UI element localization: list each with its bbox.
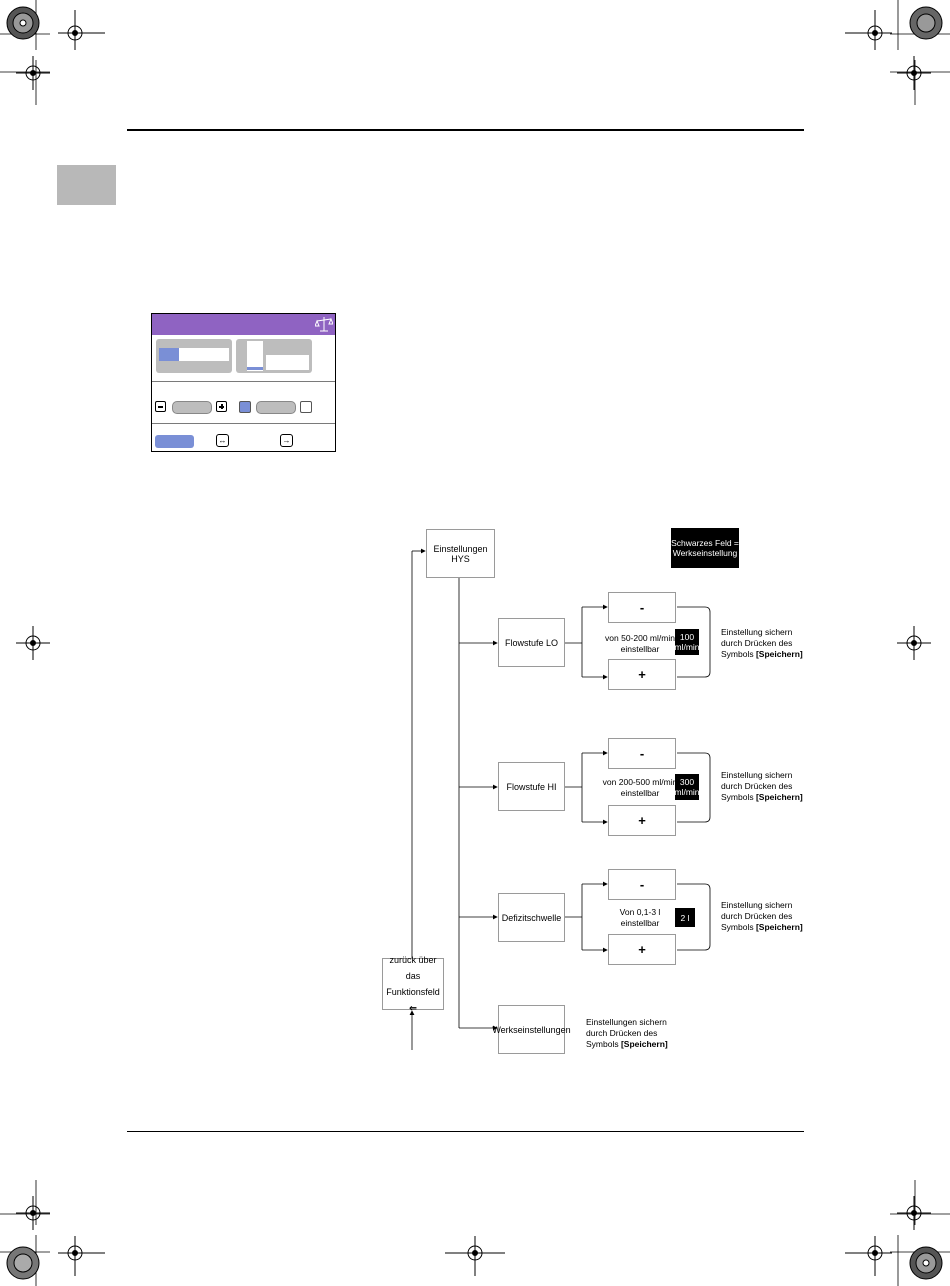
plus-node-3[interactable]: + [608,934,676,965]
screen-divider-1 [152,381,335,382]
minus-node-3[interactable]: - [608,869,676,900]
save-note-2-bold: [Speichern] [755,792,803,802]
save-note-3-bold: [Speichern] [755,922,803,932]
save-note-2: Einstellung sichern durch Drücken des Sy… [721,770,821,803]
save-note-3-prefix: Symbols [721,922,754,932]
chapter-tab [57,165,116,205]
plus-label-2: + [638,813,646,828]
back-line1: zurück über das [389,955,437,981]
arrow-left-icon: ⇐ [409,1003,417,1013]
legend-black-field: Schwarzes Feld =Werkseinstellung [671,528,739,568]
range-1: von 50-200 ml/min einstellbar [596,633,684,655]
plus-label-3: + [638,942,646,957]
screen-header-bar [152,314,335,335]
swap-icon[interactable]: ↔ [216,434,229,447]
gauge-panel-left [156,339,232,373]
gauge-column-fill [247,367,263,370]
default-1-line2: ml/min [674,642,700,652]
value-field-2 [256,401,296,414]
factory-save-note: Einstellungen sichern durch Drücken des … [586,1017,686,1050]
gauge-panel-right [236,339,312,373]
save-note-1: Einstellung sichern durch Drücken des Sy… [721,627,821,660]
save-note-2-line1: Einstellung sichern [721,770,793,780]
save-note-1-line1: Einstellung sichern [721,627,793,637]
gauge-bar-left [159,348,229,361]
default-3: 2 l [675,908,695,927]
registration-mark-icon [16,10,931,1276]
plus-node-2[interactable]: + [608,805,676,836]
minus-node-2[interactable]: - [608,738,676,769]
item-label-2: Flowstufe HI [506,781,557,792]
minus-node-1[interactable]: - [608,592,676,623]
toggle-empty[interactable] [300,401,312,413]
range-2-line1: von 200-500 ml/min [602,777,678,787]
save-note-3: Einstellung sichern durch Drücken des Sy… [721,900,821,933]
header-rule [127,129,804,131]
default-1-line1: 100 [679,632,695,642]
save-note-1-prefix: Symbols [721,649,754,659]
save-note-3-line1: Einstellung sichern [721,900,793,910]
color-wheel-marks [6,6,943,1280]
minus-button[interactable] [155,401,166,412]
softkey-blue[interactable] [155,435,194,448]
legend-line1: Schwarzes Feld = [671,538,739,548]
save-note-2-line2: durch Drücken des [721,781,793,791]
gauge-fill-left [159,348,179,361]
minus-label-2: - [639,746,645,761]
factory-save-bold: [Speichern] [620,1039,668,1049]
minus-label-1: - [639,600,645,615]
range-3: Von 0,1-3 l einstellbar [596,907,684,929]
item-label-1: Flowstufe LO [504,637,559,648]
root-label: Einstellungen HYS [433,543,488,564]
factory-node: Werkseinstellungen [492,1005,571,1054]
minus-label-3: - [639,877,645,892]
back-line2: Funktionsfeld [386,987,440,997]
gauge-readout [266,355,309,370]
legend-line2: Werkseinstellung [672,548,738,558]
device-screen: ↔ → [151,313,336,452]
plus-label-1: + [638,667,646,682]
scale-icon [315,317,333,332]
item-node-1: Flowstufe LO [498,618,565,667]
range-1-line1: von 50-200 ml/min [605,633,675,643]
save-note-1-bold: [Speichern] [755,649,803,659]
save-note-3-line2: durch Drücken des [721,911,793,921]
save-note-2-prefix: Symbols [721,792,754,802]
factory-save-prefix: Symbols [586,1039,619,1049]
default-3-line1: 2 l [680,912,690,923]
range-1-line2: einstellbar [620,644,660,654]
factory-save-line2: durch Drücken des [586,1028,658,1038]
minus-icon [158,406,163,408]
plus-button[interactable] [216,401,227,412]
screen-divider-2 [152,423,335,424]
toggle-selected[interactable] [239,401,251,413]
root-node: Einstellungen HYS [426,529,495,578]
item-node-2: Flowstufe HI [498,762,565,811]
default-2-line1: 300 [679,777,695,787]
range-2: von 200-500 ml/min einstellbar [596,777,684,799]
gauge-column [247,341,263,371]
range-2-line2: einstellbar [620,788,660,798]
item-node-3: Defizitschwelle [498,893,565,942]
range-3-line1: Von 0,1-3 l [619,907,661,917]
value-field-1 [172,401,212,414]
factory-save-line1: Einstellungen sichern [586,1017,667,1027]
footer-rule [127,1131,804,1132]
exit-icon[interactable]: → [280,434,293,447]
item-label-3: Defizitschwelle [501,912,562,923]
default-2-line2: ml/min [674,787,700,797]
factory-label: Werkseinstellungen [492,1024,571,1035]
range-3-line2: einstellbar [620,918,660,928]
plus-node-1[interactable]: + [608,659,676,690]
back-node: zurück über das Funktionsfeld ⇐ [382,955,444,1013]
save-note-1-line2: durch Drücken des [721,638,793,648]
